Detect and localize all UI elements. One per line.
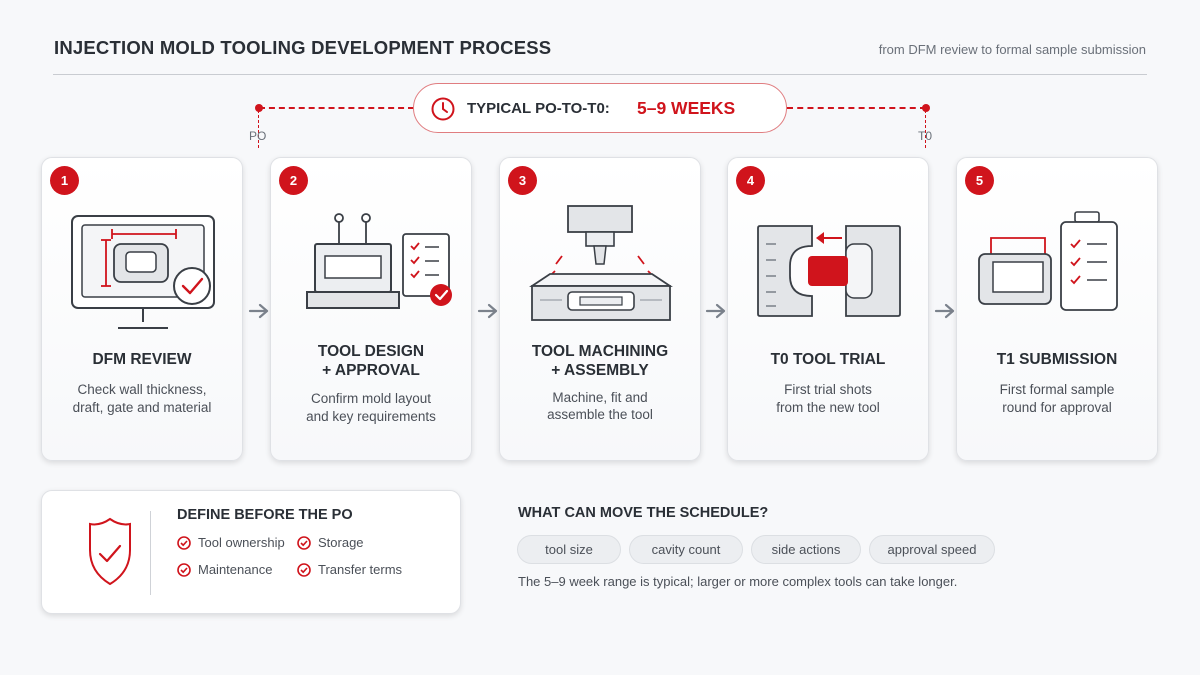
step-number-badge: 3 <box>508 166 537 195</box>
step-desc-line1: Check wall thickness, <box>77 382 207 397</box>
schedule-factor-chip: tool size <box>517 535 621 564</box>
arrow-right-icon <box>477 303 498 319</box>
arrow-right-icon <box>934 303 955 319</box>
arrow-right-icon <box>248 303 269 319</box>
define-item-label: Transfer terms <box>318 562 403 577</box>
header-divider <box>53 74 1147 75</box>
timeline-tick-start: PO <box>249 129 267 143</box>
define-item: Maintenance <box>177 562 272 577</box>
step-title: T1 SUBMISSION <box>996 351 1118 368</box>
schedule-factor-chip: cavity count <box>629 535 743 564</box>
check-circle-icon <box>297 562 311 577</box>
sample-clipboard-icon <box>978 211 1118 311</box>
schedule-note: The 5–9 week range is typical; larger or… <box>518 574 958 589</box>
shield-check-icon <box>89 517 131 586</box>
step-desc-line2: round for approval <box>1002 400 1112 415</box>
step-title: T0 TOOL TRIAL <box>770 351 886 368</box>
define-item-label: Storage <box>318 535 364 550</box>
define-item: Storage <box>297 535 364 550</box>
timeline-drop-end <box>925 110 926 148</box>
step-card-tool-design: 2 TOOL DESIGN + APPROVAL Confirm mold la… <box>270 157 472 461</box>
step-title-line2: + APPROVAL <box>322 362 420 379</box>
timeline-dot-end <box>922 104 930 112</box>
step-card-t0-trial: 4 T0 TOOL TRIAL First trial shots from t… <box>727 157 929 461</box>
step-desc-line1: Confirm mold layout <box>310 391 432 406</box>
monitor-drawing-icon <box>71 215 215 329</box>
step-desc-line2: and key requirements <box>306 409 436 424</box>
schedule-title: WHAT CAN MOVE THE SCHEDULE? <box>518 505 769 521</box>
timeline-tick-end: T0 <box>918 129 933 143</box>
schedule-factor-chip: side actions <box>751 535 861 564</box>
step-desc-line1: First formal sample <box>999 382 1115 397</box>
step-desc-line2: from the new tool <box>776 400 880 415</box>
mold-halves-icon <box>757 225 901 317</box>
step-number-badge: 1 <box>50 166 79 195</box>
step-number-badge: 2 <box>279 166 308 195</box>
define-item: Transfer terms <box>297 562 402 577</box>
step-desc-line1: First trial shots <box>784 382 872 397</box>
timeline-label: TYPICAL PO-TO-T0: <box>467 100 610 117</box>
step-number-badge: 5 <box>965 166 994 195</box>
define-item-label: Maintenance <box>198 562 273 577</box>
schedule-factor-chip: approval speed <box>869 535 995 564</box>
check-circle-icon <box>177 535 191 550</box>
define-item: Tool ownership <box>177 535 285 550</box>
step-card-tool-machining: 3 TOOL MACHINING + ASSEMBLY Machine, fit… <box>499 157 701 461</box>
step-number-badge: 4 <box>736 166 765 195</box>
timeline-line-right <box>787 107 926 109</box>
timeline-duration-pill: TYPICAL PO-TO-T0: 5–9 WEEKS <box>413 83 787 133</box>
page-subtitle: from DFM review to formal sample submiss… <box>878 42 1146 57</box>
step-card-t1-submission: 5 T1 SUBMISSION First formal sample roun… <box>956 157 1158 461</box>
step-desc-line1: Machine, fit and <box>552 390 648 405</box>
timeline-value: 5–9 WEEKS <box>637 98 736 118</box>
check-circle-icon <box>297 535 311 550</box>
step-desc-line2: assemble the tool <box>547 407 653 422</box>
step-title: DFM REVIEW <box>92 351 192 368</box>
step-title: TOOL DESIGN <box>317 343 425 360</box>
check-circle-icon <box>177 562 191 577</box>
define-item-label: Tool ownership <box>198 535 285 550</box>
define-divider <box>150 511 151 595</box>
timeline-line-left <box>259 107 414 109</box>
mold-design-checklist-icon <box>306 213 452 309</box>
step-desc-line2: draft, gate and material <box>72 400 212 415</box>
step-card-dfm-review: 1 DFM REVIEW Check wall thickness, draft… <box>41 157 243 461</box>
define-title: DEFINE BEFORE THE PO <box>177 507 353 523</box>
page-title: INJECTION MOLD TOOLING DEVELOPMENT PROCE… <box>54 37 552 58</box>
step-title: TOOL MACHINING <box>531 343 669 360</box>
cnc-machine-icon <box>529 205 673 321</box>
arrow-right-icon <box>705 303 726 319</box>
clock-icon <box>431 97 455 121</box>
timeline-drop-start <box>258 110 259 148</box>
timeline-dot-start <box>255 104 263 112</box>
define-before-po-box: DEFINE BEFORE THE PO Tool ownership Stor… <box>41 490 461 614</box>
step-title-line2: + ASSEMBLY <box>551 362 649 379</box>
